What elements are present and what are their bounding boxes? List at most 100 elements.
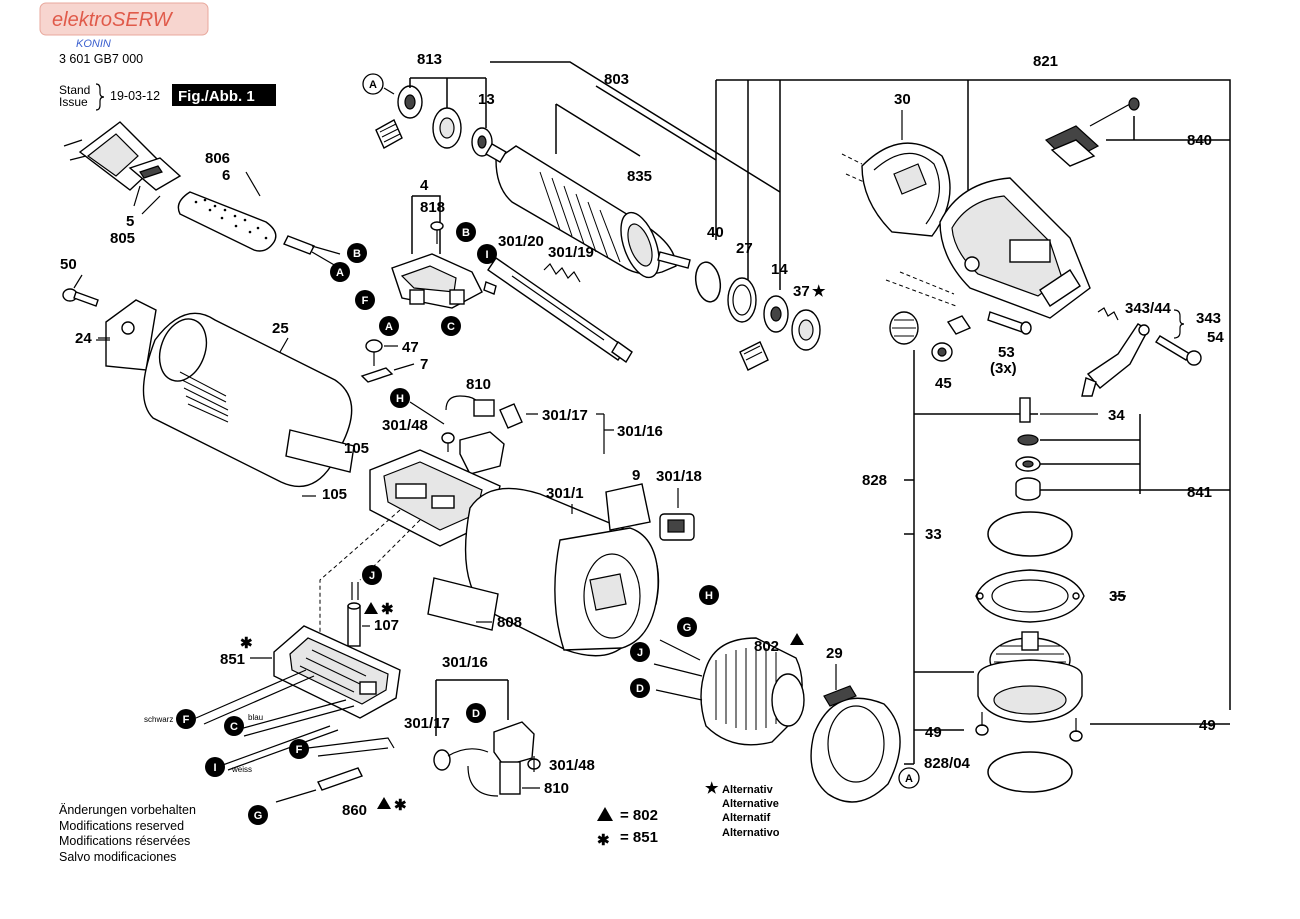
label-818: 818 (420, 199, 445, 216)
legend-alt-1: Alternativ (722, 784, 774, 796)
label-828: 828 (862, 472, 887, 489)
star-icon: ★ (812, 283, 826, 300)
footer-notes: Änderungen vorbehalten Modifications res… (59, 803, 196, 864)
triangle-icon (597, 807, 613, 821)
connector-C-wire: C (224, 716, 244, 736)
connector-A-cord: A (330, 262, 350, 282)
pin-107 (347, 582, 361, 647)
connector-I-holder: I (477, 244, 497, 264)
brace-icon (95, 83, 105, 111)
connector-F-lower: F (289, 739, 309, 759)
washer-stack-841 (1015, 434, 1041, 501)
legend-alt-3: Alternatif (722, 812, 771, 824)
svg-text:G: G (683, 622, 692, 634)
label-6: 6 (222, 167, 230, 184)
washer-27 (727, 277, 757, 323)
note-en: Modifications reserved (59, 819, 184, 833)
triangle-icon (790, 633, 804, 645)
legend-star-value: = 851 (620, 829, 658, 846)
svg-text:A: A (369, 79, 377, 91)
svg-text:F: F (296, 744, 303, 756)
star-icon: ✱ (240, 635, 253, 652)
label-24: 24 (75, 330, 92, 347)
label-343-44: 343/44 (1125, 300, 1172, 317)
label-45: 45 (935, 375, 952, 392)
label-803: 803 (604, 71, 629, 88)
svg-text:B: B (462, 227, 470, 239)
label-851: 851 (220, 651, 245, 668)
label-806: 806 (205, 150, 230, 167)
svg-text:F: F (362, 295, 369, 307)
label-343: 343 (1196, 310, 1221, 327)
spring-301-19 (543, 263, 581, 283)
star-icon: ★ (705, 780, 719, 797)
spring-clip-301-17 (433, 748, 489, 771)
connector-D-stator: D (630, 678, 650, 698)
label-plate-9 (605, 483, 651, 531)
screw-50 (62, 288, 99, 307)
connector-D-lower: D (466, 703, 486, 723)
clip-7 (360, 367, 394, 383)
label-835: 835 (627, 168, 652, 185)
svg-text:I: I (213, 762, 216, 774)
svg-text:J: J (637, 647, 643, 659)
bearing-14 (763, 295, 789, 333)
screw-47 (365, 339, 383, 366)
star-icon: ✱ (394, 797, 407, 814)
lever-343 (1081, 307, 1150, 397)
svg-text:J: J (369, 570, 375, 582)
label-13: 13 (478, 91, 495, 108)
label-808: 808 (497, 614, 522, 631)
wire-color-weiss: weiss (231, 765, 252, 774)
wire-element-860 (275, 767, 363, 803)
label-5: 5 (126, 213, 134, 230)
brush-holder-box (493, 721, 535, 795)
screw-49-right (1069, 718, 1083, 742)
connector-F-holder: F (355, 290, 375, 310)
svg-text:H: H (396, 393, 404, 405)
svg-text:C: C (230, 721, 238, 733)
label-813: 813 (417, 51, 442, 68)
bevel-gear-assembly (977, 631, 1083, 723)
label-3x: (3x) (990, 360, 1017, 377)
switch-851 (273, 625, 401, 719)
svg-text:A: A (336, 267, 344, 279)
label-27: 27 (736, 240, 753, 257)
label-37: 37 (793, 283, 810, 300)
issue-date: 19-03-12 (110, 89, 160, 103)
label-7: 7 (420, 356, 428, 373)
star-icon: ✱ (597, 832, 610, 849)
label-47: 47 (402, 339, 419, 356)
stand-label: Stand (59, 83, 90, 97)
label-841: 841 (1187, 484, 1212, 501)
screw-818 (430, 221, 444, 244)
note-es: Salvo modificaciones (59, 850, 176, 864)
star-icon: ✱ (381, 601, 394, 618)
watermark-logo: elektroSERW (52, 9, 174, 31)
retaining-ring-40 (694, 261, 722, 303)
figure-tag: Fig./Abb. 1 (178, 88, 255, 105)
label-33: 33 (925, 526, 942, 543)
label-49-right: 49 (1199, 717, 1216, 734)
gear-housing (939, 177, 1091, 319)
screw-53 (987, 311, 1032, 335)
label-301-16-upper: 301/16 (617, 423, 663, 440)
connector-G-lower: G (248, 805, 268, 825)
nut-37 (791, 309, 821, 351)
brush-holder-4 (391, 253, 497, 309)
svg-text:C: C (447, 321, 455, 333)
legend-triangle-value: = 802 (620, 807, 658, 824)
label-301-20: 301/20 (498, 233, 544, 250)
wire-color-schwarz: schwarz (144, 715, 173, 724)
label-301-19: 301/19 (548, 244, 594, 261)
label-301-17-lower: 301/17 (404, 715, 450, 732)
label-805: 805 (110, 230, 135, 247)
legend-alt-2: Alternative (722, 798, 779, 810)
label-840: 840 (1187, 132, 1212, 149)
connector-I-wire: I (205, 757, 225, 777)
label-301-16-lower: 301/16 (442, 654, 488, 671)
label-105-upper: 105 (344, 440, 369, 457)
label-860: 860 (342, 802, 367, 819)
brace-icon (1173, 309, 1185, 339)
svg-text:F: F (183, 714, 190, 726)
